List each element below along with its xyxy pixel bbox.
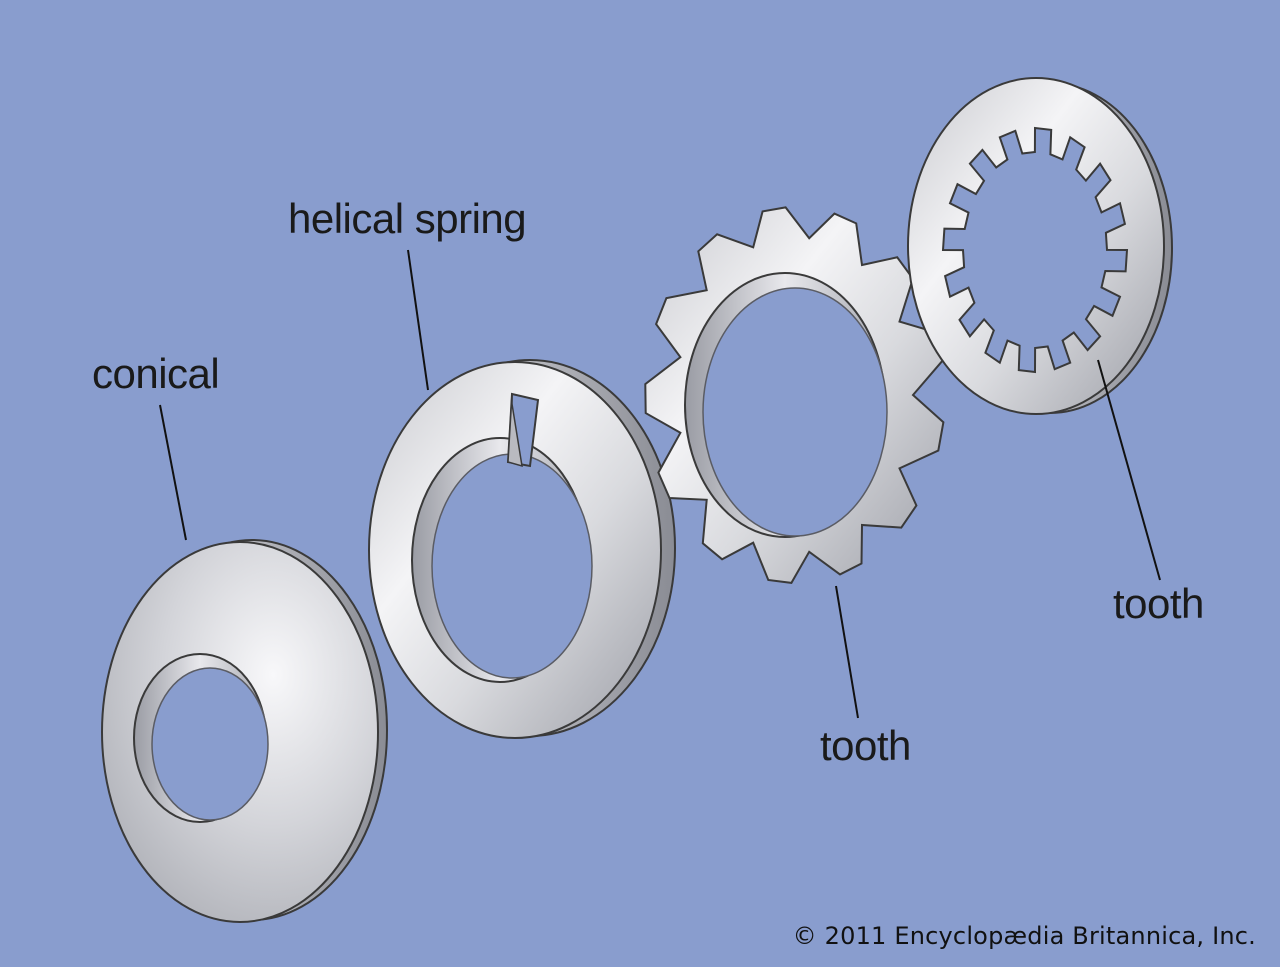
internal-tooth-washer-teeth — [941, 126, 1129, 374]
leader-line-conical — [159, 404, 187, 541]
leader-line-tooth-external — [835, 585, 859, 719]
leader-line-helical — [407, 249, 429, 391]
label-tooth-internal: tooth — [1113, 580, 1204, 627]
external-tooth-washer-hole — [702, 287, 888, 537]
conical-washer — [101, 539, 388, 923]
conical-washer-hole — [151, 667, 269, 821]
external-tooth-washer — [644, 206, 945, 584]
helical-spring-washer — [368, 359, 676, 739]
label-tooth-external: tooth — [820, 722, 911, 769]
label-conical: conical — [92, 350, 220, 397]
leader-line-tooth-internal — [1097, 359, 1161, 581]
copyright-notice: © 2011 Encyclopædia Britannica, Inc. — [792, 922, 1256, 950]
internal-tooth-washer — [907, 77, 1173, 415]
label-helical-spring: helical spring — [288, 195, 527, 242]
helical-washer-hole — [431, 453, 593, 679]
